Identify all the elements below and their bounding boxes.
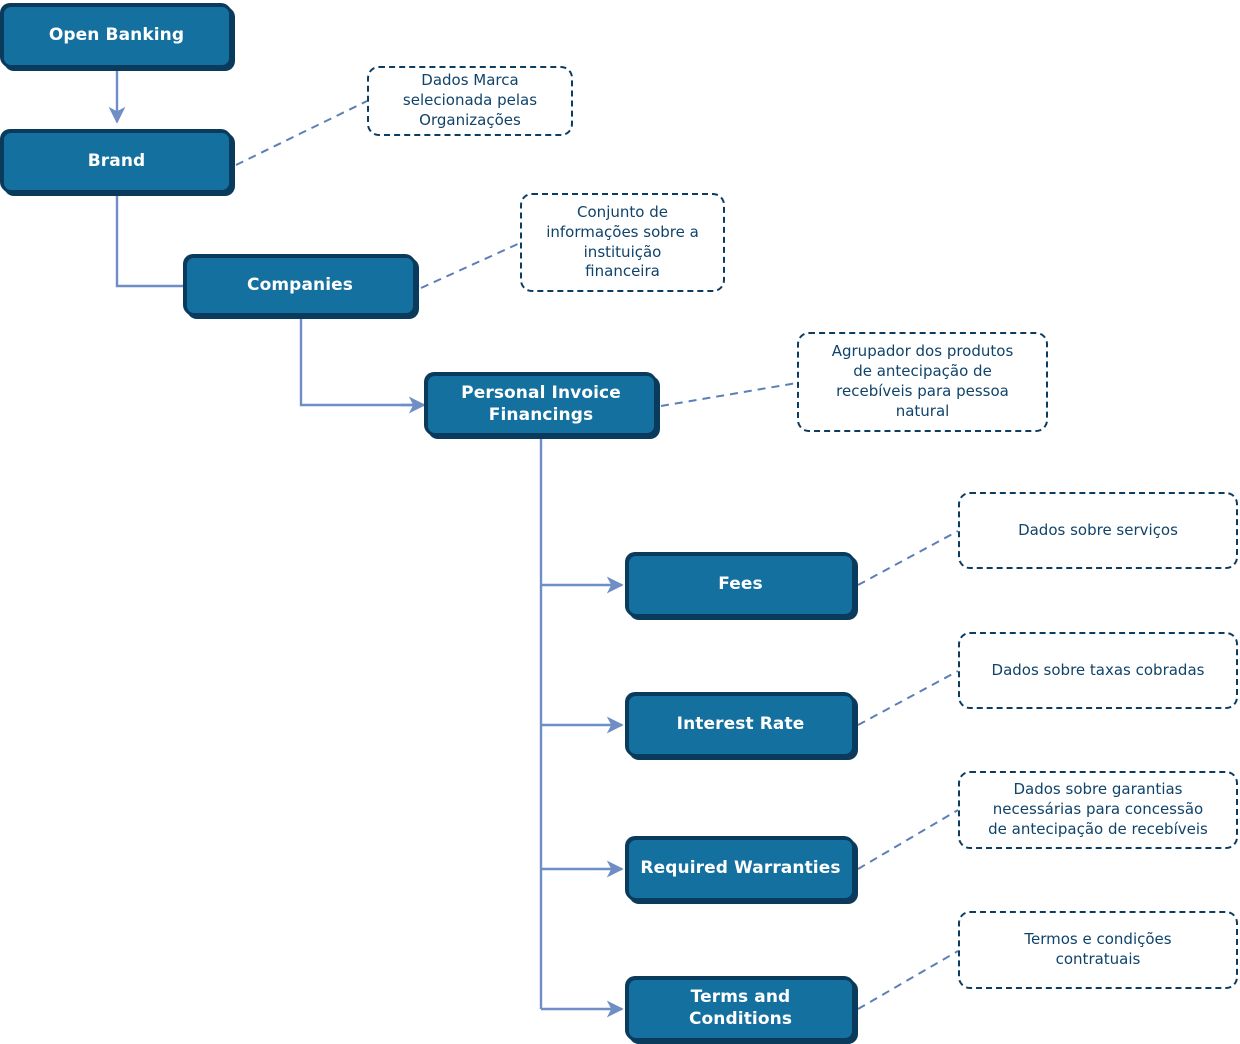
node-terms-and-conditions[interactable]: Terms and Conditions [626, 977, 855, 1041]
leader-companies-note [420, 242, 521, 289]
leader-fees-note [857, 530, 959, 586]
note-brand-text: Dados Marca selecionada pelas Organizaçõ… [402, 71, 538, 129]
node-companies[interactable]: Companies [184, 255, 416, 316]
note-fees-text: Dados sobre serviços [1018, 520, 1178, 539]
note-terms-and-conditions: Termos e condições contratuais [958, 911, 1238, 989]
note-terms-and-conditions-text: Termos e condições contratuais [1024, 930, 1172, 968]
node-open-banking-label: Open Banking [48, 25, 185, 46]
node-personal-invoice-financings[interactable]: Personal Invoice Financings [425, 373, 657, 436]
node-fees-label: Fees [718, 574, 763, 595]
node-companies-label: Companies [247, 274, 353, 295]
node-brand-label: Brand [87, 150, 146, 171]
leader-interest-rate-note [857, 670, 959, 726]
note-companies-text: Conjunto de informações sobre a institui… [546, 202, 699, 281]
note-interest-rate-text: Dados sobre taxas cobradas [991, 660, 1205, 679]
leader-pif-note [660, 382, 798, 407]
node-brand[interactable]: Brand [1, 130, 232, 193]
note-fees: Dados sobre serviços [958, 492, 1238, 569]
node-open-banking[interactable]: Open Banking [1, 4, 232, 68]
node-terms-and-conditions-label: Terms and Conditions [688, 987, 793, 1029]
note-brand: Dados Marca selecionada pelas Organizaçõ… [367, 66, 573, 136]
leader-terms-note [857, 950, 959, 1010]
node-interest-rate[interactable]: Interest Rate [626, 693, 855, 757]
node-fees[interactable]: Fees [626, 553, 855, 617]
leader-brand-note [235, 100, 368, 166]
edge-companies-to-personal-invoice-financings [299, 316, 426, 414]
leader-required-warranties-note [857, 809, 959, 870]
note-personal-invoice-financings: Agrupador dos produtos de antecipação de… [797, 332, 1048, 432]
note-interest-rate: Dados sobre taxas cobradas [958, 632, 1238, 709]
node-required-warranties-label: Required Warranties [640, 858, 841, 879]
note-required-warranties: Dados sobre garantias necessárias para c… [958, 771, 1238, 849]
note-personal-invoice-financings-text: Agrupador dos produtos de antecipação de… [831, 342, 1014, 420]
note-companies: Conjunto de informações sobre a institui… [520, 193, 725, 292]
note-required-warranties-text: Dados sobre garantias necessárias para c… [988, 780, 1208, 838]
node-interest-rate-label: Interest Rate [676, 714, 805, 735]
node-personal-invoice-financings-label: Personal Invoice Financings [461, 382, 621, 425]
node-required-warranties[interactable]: Required Warranties [626, 837, 855, 901]
